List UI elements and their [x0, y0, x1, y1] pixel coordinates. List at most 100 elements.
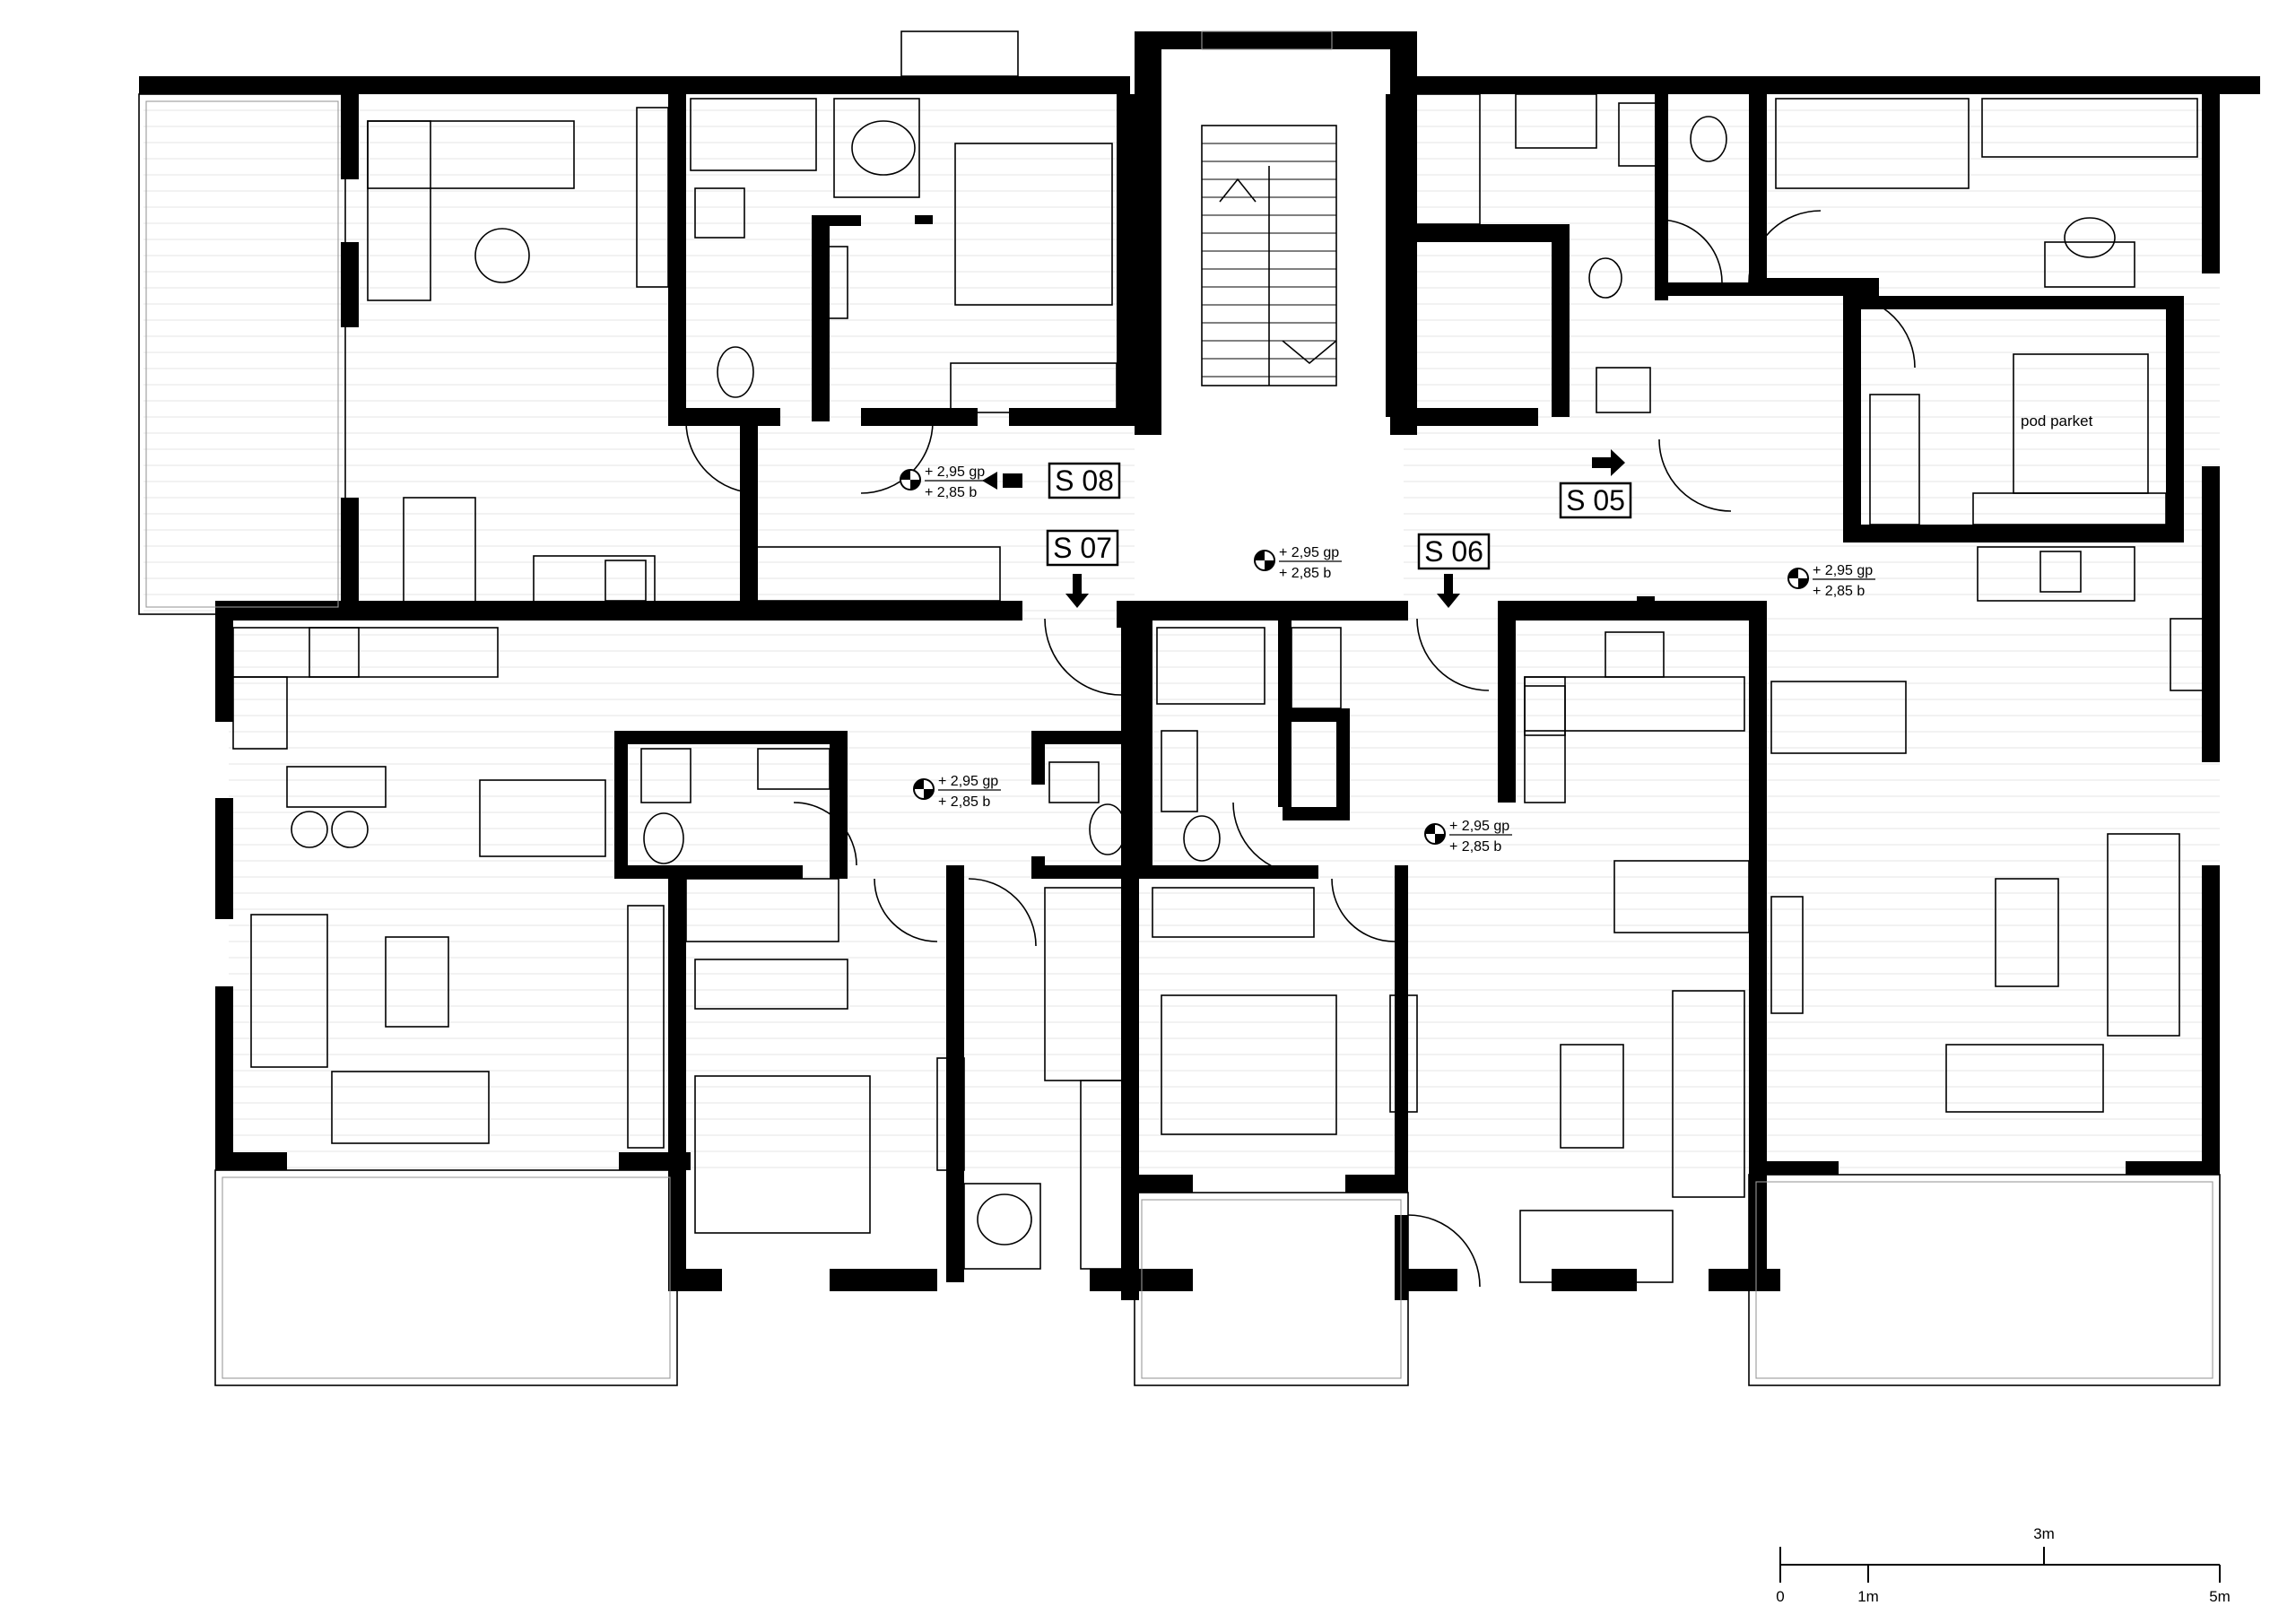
sofa-icon [1519, 1210, 1674, 1283]
flooring-note: pod parket [2021, 412, 2093, 430]
toilet-icon [1183, 815, 1221, 862]
desk-icon [833, 98, 920, 198]
bathtub-icon [685, 878, 839, 942]
level-gp-text: + 2,95 gp [1813, 563, 1873, 578]
cabinet-icon [640, 748, 691, 803]
cabinet-icon [694, 959, 848, 1010]
wardrobe-icon [636, 107, 669, 288]
level-gp-text: + 2,95 gp [938, 774, 998, 789]
stove-icon [2039, 551, 2082, 593]
label-s05: S 05 [1559, 482, 1632, 519]
scale-bar: 0 1m 3m 5m [1776, 1525, 2231, 1605]
wardrobe-icon [1770, 896, 1804, 1014]
level-marker: + 2,95 gp + 2,85 b [1424, 819, 1512, 855]
label-s07-text: S 07 [1053, 532, 1112, 564]
level-gp-text: + 2,95 gp [1449, 819, 1509, 834]
counter-icon [1524, 676, 1745, 732]
apartment-labels: S 08 S 07 S 06 S 05 [1046, 462, 1632, 570]
label-s06: S 06 [1417, 533, 1491, 570]
scale-tick-3m: 3m [2033, 1525, 2055, 1542]
cabinet-icon [694, 187, 745, 239]
label-s08-text: S 08 [1055, 464, 1114, 497]
sink-icon [1161, 730, 1198, 812]
cabinet-icon [1152, 887, 1315, 938]
bed-icon [954, 143, 1113, 306]
level-b-text: + 2,85 b [1813, 584, 1865, 599]
coffee-table-icon [1560, 1044, 1624, 1149]
scale-tick-0: 0 [1776, 1588, 1784, 1605]
level-gp-text: + 2,95 gp [925, 464, 985, 480]
cabinet-icon [1618, 102, 1660, 167]
staircase [1201, 125, 1337, 386]
sink-icon [820, 246, 848, 319]
wardrobe-icon [1080, 1080, 1135, 1270]
level-marker: + 2,95 gp + 2,85 b [900, 464, 987, 500]
level-b-text: + 2,85 b [1449, 839, 1501, 855]
arrow-right-icon [1592, 449, 1625, 476]
dining-table-icon [1770, 681, 1907, 754]
arrow-left-icon [982, 472, 1022, 490]
sink-icon [2170, 618, 2207, 691]
sofa-icon [1672, 990, 1745, 1198]
toilet-icon [717, 346, 754, 398]
sofa-icon [331, 1071, 490, 1144]
bathtub-icon [690, 98, 817, 171]
label-s06-text: S 06 [1424, 535, 1483, 568]
label-s05-text: S 05 [1566, 484, 1625, 516]
sink-icon [1048, 761, 1100, 803]
toilet-icon [1588, 257, 1622, 299]
level-marker: + 2,95 gp + 2,85 b [1254, 545, 1342, 581]
stove-icon [1524, 685, 1566, 736]
sink-icon [1596, 367, 1651, 413]
level-gp-text: + 2,95 gp [1279, 545, 1339, 560]
desk-icon [963, 1183, 1041, 1270]
sink-icon [757, 748, 831, 790]
counter-icon [286, 766, 387, 808]
toilet-icon [643, 812, 684, 864]
wardrobe-icon [627, 905, 665, 1149]
dining-table-icon [403, 497, 476, 615]
level-b-text: + 2,85 b [1279, 566, 1331, 581]
dining-table-icon [1613, 860, 1750, 933]
sofa-icon [250, 914, 328, 1068]
cabinet-icon [1972, 492, 2167, 525]
floor-grid [144, 93, 2220, 1168]
stove-icon [604, 560, 647, 602]
wardrobe-icon [1981, 98, 2198, 158]
stool-icon [331, 811, 369, 848]
chair-icon [851, 120, 916, 176]
bed-icon [694, 1075, 871, 1234]
toilet-icon [1089, 803, 1126, 855]
stool-icon [291, 811, 328, 848]
shower-icon [1412, 93, 1481, 225]
level-marker: + 2,95 gp + 2,85 b [913, 774, 1001, 810]
scale-tick-1m: 1m [1857, 1588, 1879, 1605]
counter-icon [1524, 676, 1566, 803]
sofa-icon [1945, 1044, 2104, 1113]
toilet-icon [1690, 116, 1727, 162]
counter-icon [533, 555, 656, 606]
wardrobe-icon [936, 1057, 965, 1171]
counter-icon [1977, 546, 2135, 602]
sofa-icon [2107, 833, 2180, 1037]
dining-table-icon [479, 779, 606, 857]
level-b-text: + 2,85 b [938, 794, 990, 810]
wardrobe-icon [1869, 394, 1920, 525]
level-b-text: + 2,85 b [925, 485, 977, 500]
bed-icon [1775, 98, 1970, 189]
sofa-icon [367, 120, 431, 301]
arrow-down-icon [1437, 574, 1460, 608]
cabinet-icon [950, 362, 1118, 413]
wardrobe-icon [1389, 994, 1418, 1113]
coffee-table-icon [1995, 878, 2059, 987]
chair-icon [977, 1193, 1032, 1245]
sink-icon [232, 676, 288, 750]
sofa-icon [367, 120, 575, 189]
wardrobe-icon [752, 546, 1001, 602]
label-s08: S 08 [1048, 462, 1121, 499]
desk-icon [2044, 241, 2135, 288]
entrance-arrows [982, 449, 1625, 608]
sink-icon [1515, 93, 1597, 149]
shower-icon [1291, 627, 1342, 709]
